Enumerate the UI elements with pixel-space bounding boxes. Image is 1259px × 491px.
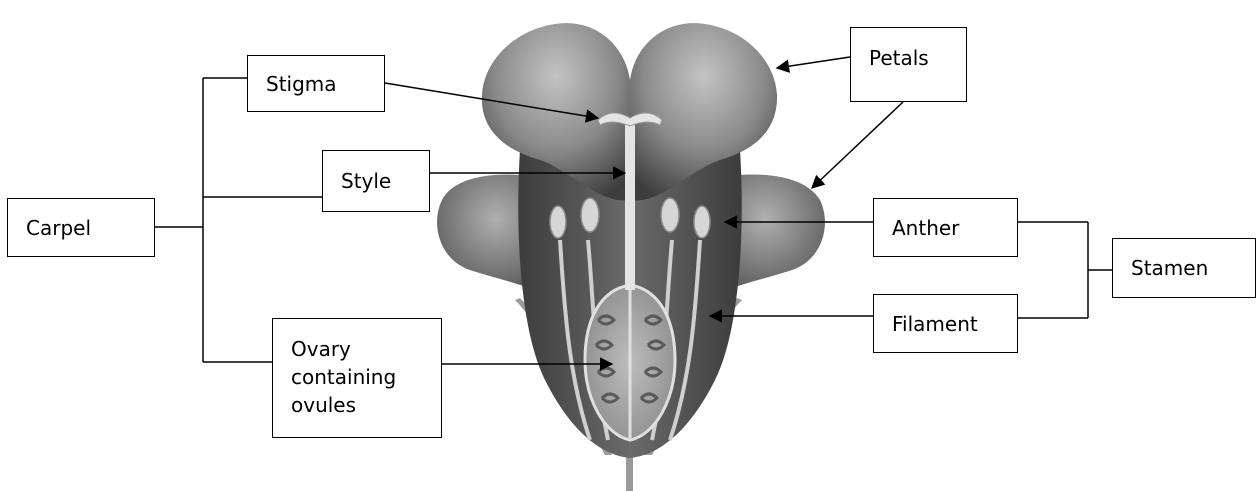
flower-illustration: [437, 23, 825, 491]
ovary-label: Ovary containing ovules: [272, 318, 442, 438]
carpel-label: Carpel: [7, 198, 155, 257]
stigma-label: Stigma: [247, 55, 385, 112]
petals-arrow-top: [777, 57, 850, 68]
petals-label: Petals: [850, 27, 967, 102]
anther-label: Anther: [873, 198, 1018, 257]
petals-arrow-side: [812, 102, 903, 188]
filament-label: Filament: [873, 294, 1018, 353]
style: [625, 125, 635, 290]
stamen-label: Stamen: [1112, 238, 1256, 298]
style-label: Style: [322, 150, 430, 212]
